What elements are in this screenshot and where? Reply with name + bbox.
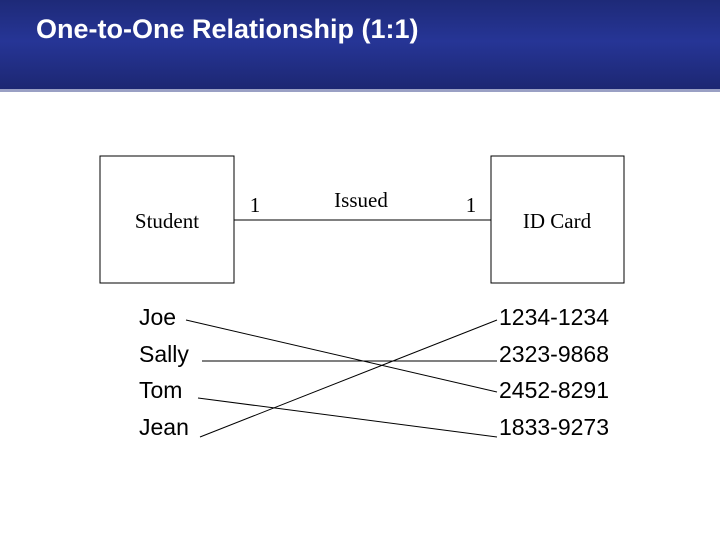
student-entity-box (99, 155, 235, 284)
mapping-lines (185, 319, 498, 438)
id-card-list: 1234-1234 2323-9868 2452-8291 1833-9273 (499, 304, 609, 440)
student-name: Joe (139, 304, 176, 330)
id-card-number: 1234-1234 (499, 304, 609, 330)
mapping-line (185, 319, 498, 393)
title-bar: One-to-One Relationship (1:1) (0, 0, 720, 92)
left-cardinality: 1 (250, 193, 261, 217)
relationship-label: Issued (334, 188, 388, 212)
id-card-entity-label: ID Card (523, 209, 592, 233)
student-entity-label: Student (135, 209, 199, 233)
id-card-number: 2323-9868 (499, 341, 609, 367)
id-card-number: 2452-8291 (499, 377, 609, 403)
student-name: Tom (139, 377, 182, 403)
slide-title: One-to-One Relationship (1:1) (36, 14, 419, 44)
right-cardinality: 1 (466, 193, 477, 217)
mapping-line (199, 319, 498, 438)
id-card-number: 1833-9273 (499, 414, 609, 440)
mapping-line (197, 397, 498, 438)
student-list: Joe Sally Tom Jean (139, 304, 189, 440)
student-name: Sally (139, 341, 189, 367)
student-name: Jean (139, 414, 189, 440)
